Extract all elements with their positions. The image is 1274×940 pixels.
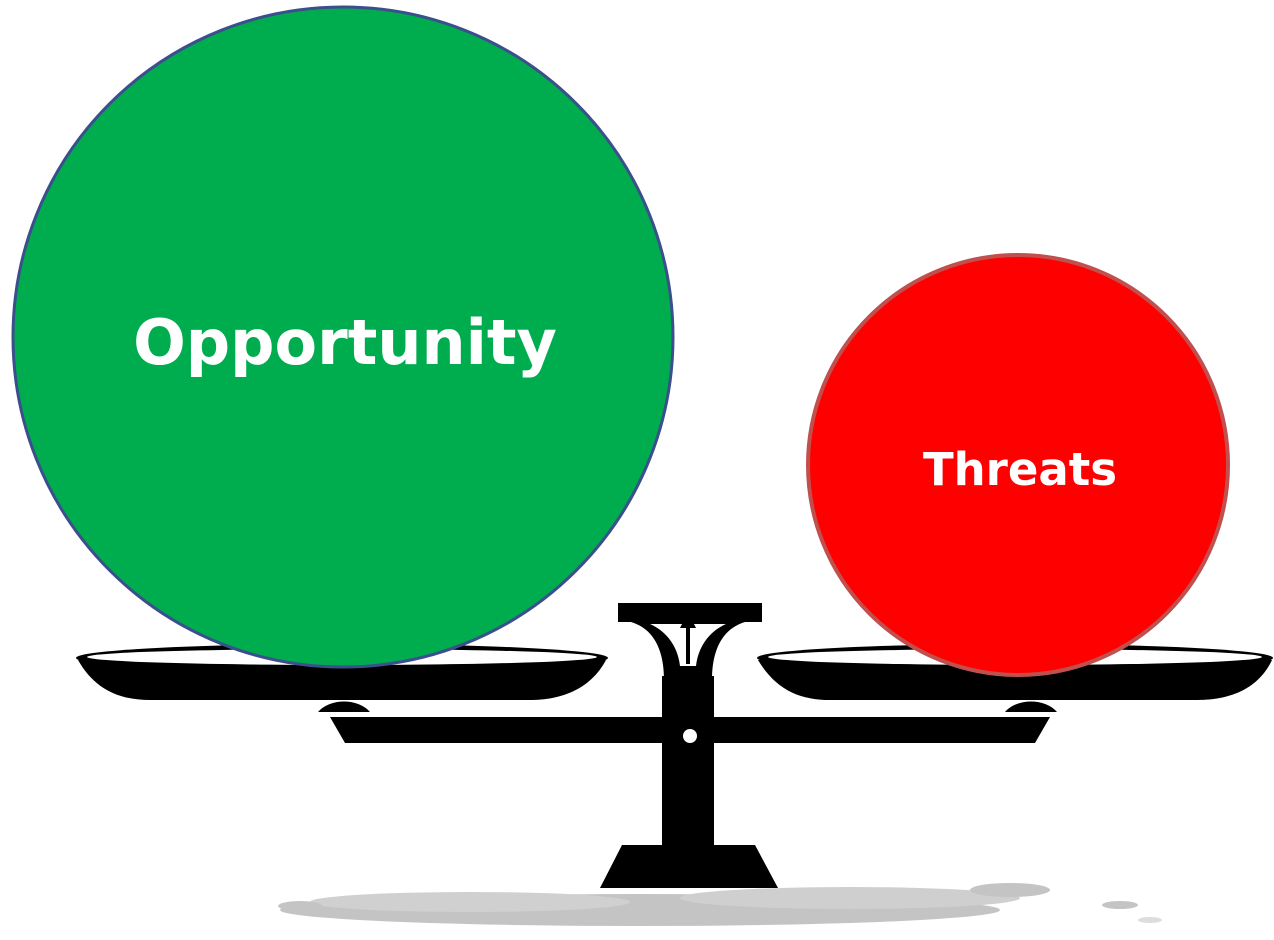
scale-base	[600, 845, 778, 888]
threats-label: Threats	[922, 443, 1118, 496]
pointer-arrow	[680, 612, 696, 664]
scale-post	[662, 676, 714, 848]
opportunity-label: Opportunity	[133, 306, 557, 379]
opportunity-circle	[11, 5, 675, 669]
threats-circle	[806, 253, 1230, 677]
ground-shadow	[278, 883, 1162, 926]
